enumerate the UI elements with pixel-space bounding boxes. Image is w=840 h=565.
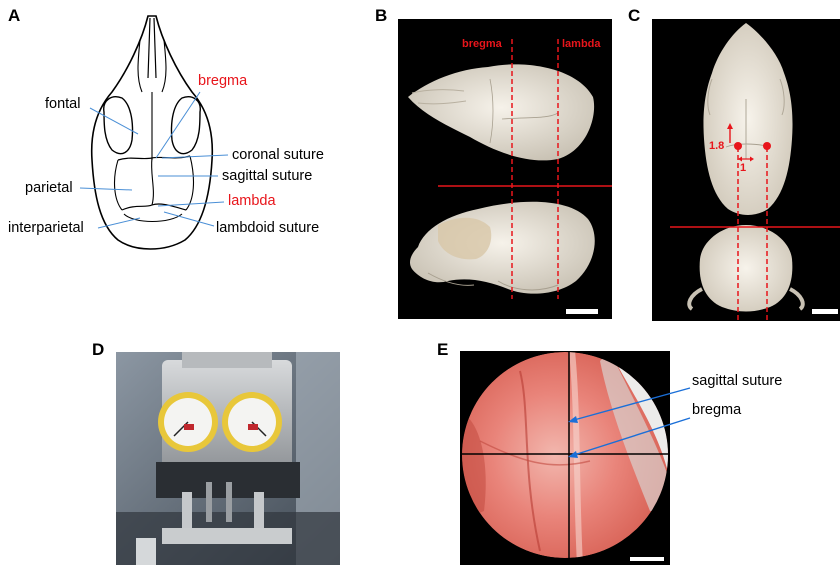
panel-d-photo [116,352,340,565]
panel-c-photo: 1.8 1 [652,19,840,321]
label-a-lambda: lambda [228,193,276,209]
label-b-bregma: bregma [462,38,502,50]
label-a-lambdoid-suture: lambdoid suture [216,220,319,236]
label-a-fontal: fontal [45,96,80,112]
injection-point-left [734,142,742,150]
panel-d-letter: D [92,340,104,360]
label-c-ap: 1.8 [709,140,724,152]
skull-top-view-c [703,23,792,215]
panel-b-photo: bregma lambda [398,19,612,319]
skull-side-view [410,202,595,294]
label-a-bregma: bregma [198,73,247,89]
label-b-lambda: lambda [562,38,601,50]
panel-e-letter: E [437,340,448,360]
label-a-parietal: parietal [25,180,73,196]
dial-gauge-left [158,392,218,452]
label-e-sagittal-suture: sagittal suture [692,373,782,389]
scale-bar-c [812,309,838,314]
panel-c-letter: C [628,6,640,26]
injection-point-right [763,142,771,150]
label-e-bregma: bregma [692,402,741,418]
label-c-ml: 1 [740,162,746,174]
scale-bar-b [566,309,598,314]
panel-e-photo [460,351,670,565]
label-a-sagittal-suture: sagittal suture [222,168,312,184]
label-a-interparietal: interparietal [8,220,84,236]
skull-top-view [408,64,594,160]
scale-bar-e [630,557,664,561]
dial-gauge-right [222,392,282,452]
skull-rear-view [700,225,793,312]
label-a-coronal-suture: coronal suture [232,147,324,163]
